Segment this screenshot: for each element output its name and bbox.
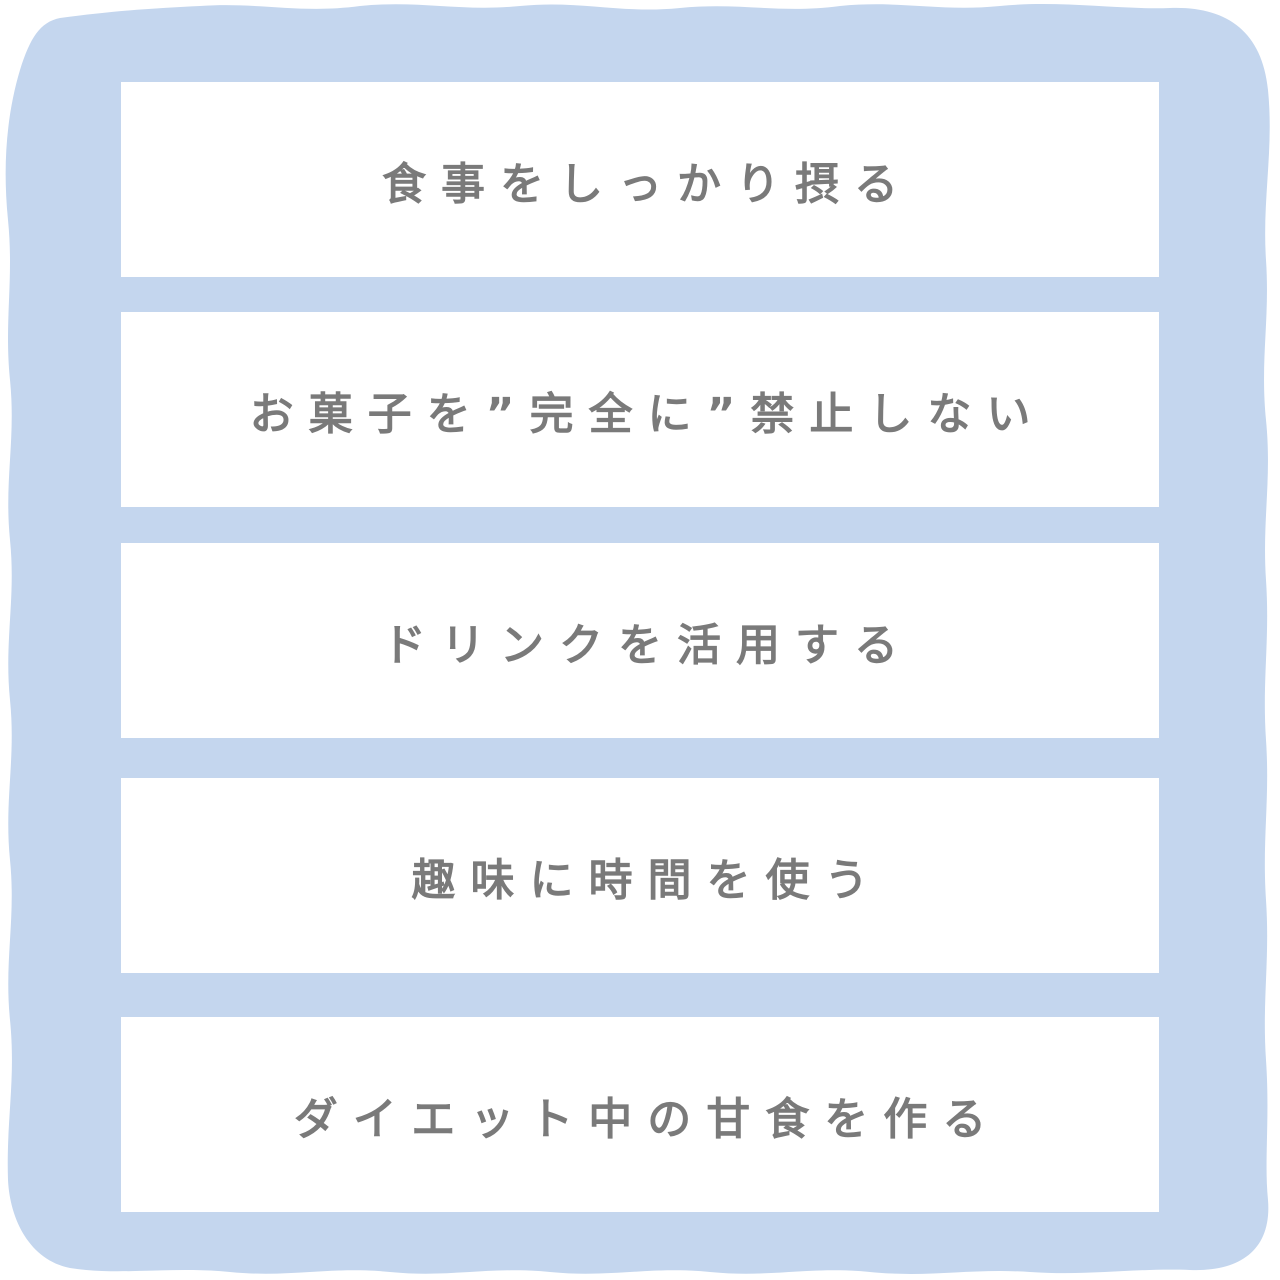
card-item-5: ダイエット中の甘食を作る	[121, 1017, 1159, 1212]
card-label: ドリンクを活用する	[382, 619, 913, 671]
card-item-2: お菓子を”完全に”禁止しない	[121, 312, 1159, 507]
card-label: お菓子を”完全に”禁止しない	[249, 388, 1046, 440]
card-label: ダイエット中の甘食を作る	[293, 1093, 1002, 1145]
card-label: 趣味に時間を使う	[411, 854, 884, 906]
card-item-3: ドリンクを活用する	[121, 543, 1159, 738]
card-label: 食事をしっかり摂る	[382, 158, 913, 210]
card-item-4: 趣味に時間を使う	[121, 778, 1159, 973]
card-item-1: 食事をしっかり摂る	[121, 82, 1159, 277]
